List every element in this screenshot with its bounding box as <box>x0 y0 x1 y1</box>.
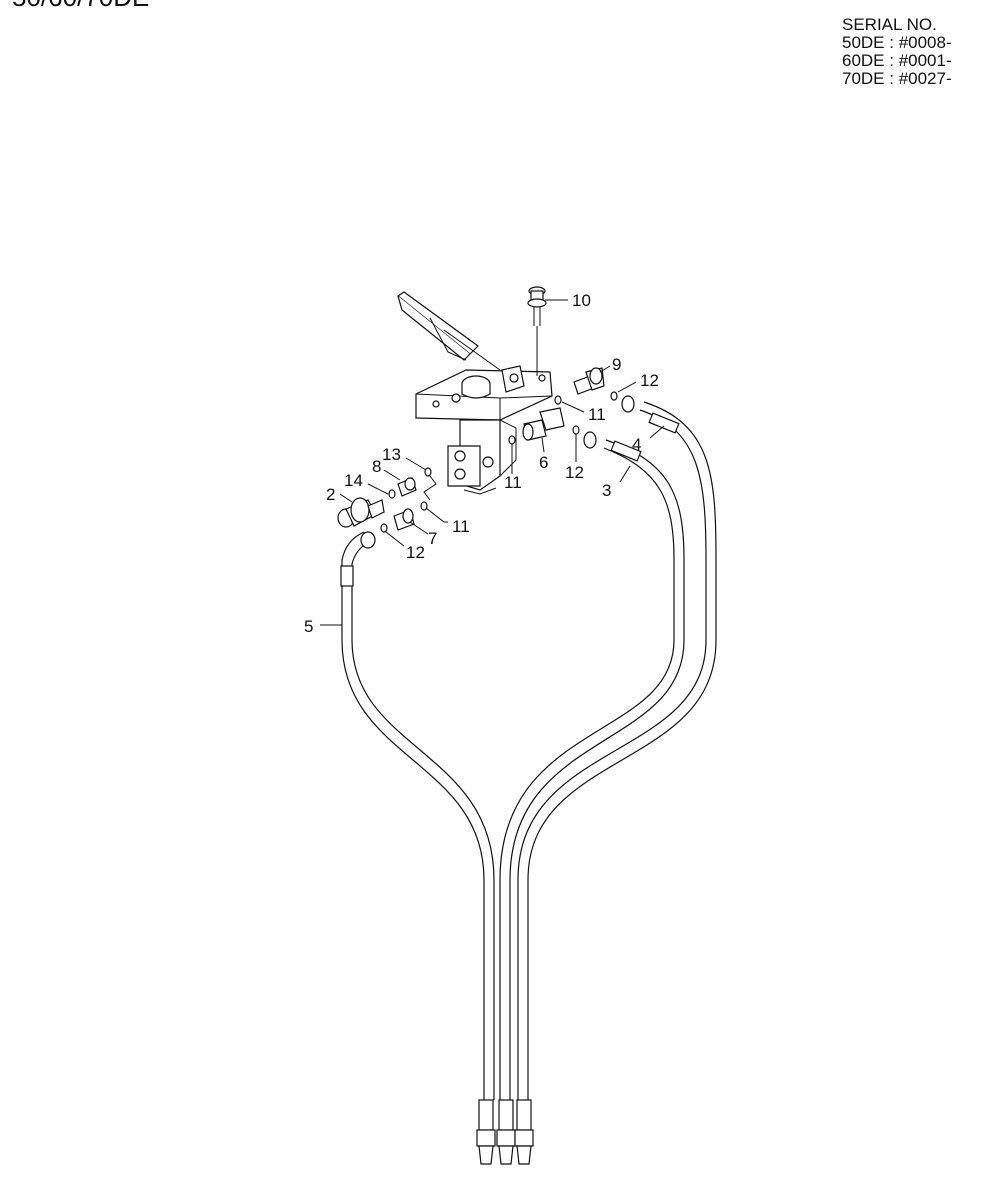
callout-13: 13 <box>382 445 401 464</box>
hose-part-4 <box>517 395 717 1100</box>
callout-2: 2 <box>326 485 335 504</box>
callout-numbers: 10 9 12 11 4 6 12 3 11 13 8 14 2 11 7 12… <box>304 291 659 636</box>
callout-12-top: 12 <box>640 371 659 390</box>
callout-10: 10 <box>572 291 591 310</box>
hose-part-3 <box>499 431 685 1100</box>
adapter-part-8 <box>397 477 417 497</box>
callout-9: 9 <box>612 355 621 374</box>
callout-12-middle: 12 <box>565 463 584 482</box>
callout-3: 3 <box>602 481 611 500</box>
callout-11-middle: 11 <box>504 473 522 492</box>
switch-part-2 <box>337 497 385 528</box>
hose-part-5 <box>340 531 495 1100</box>
serial-heading: SERIAL NO. <box>842 15 937 34</box>
serial-number-block: SERIAL NO. 50DE : #0008- 60DE : #0001- 7… <box>842 16 952 88</box>
leader-lines <box>320 299 665 626</box>
callout-8: 8 <box>372 457 381 476</box>
callout-7: 7 <box>428 529 437 548</box>
callout-11-top: 11 <box>588 405 606 424</box>
callout-5: 5 <box>304 617 313 636</box>
serial-line-60de: 60DE : #0001- <box>842 51 952 70</box>
callout-4: 4 <box>632 435 641 454</box>
elbow-fitting-part-9 <box>573 367 605 395</box>
hose-end-fittings <box>476 1099 534 1165</box>
pedal-valve-assembly <box>396 291 553 495</box>
callout-11-bottom: 11 <box>452 517 470 536</box>
bolt-part-10 <box>527 286 547 376</box>
elbow-fitting-part-6 <box>522 407 565 441</box>
callout-6: 6 <box>539 453 548 472</box>
callout-14: 14 <box>344 471 363 490</box>
model-title: 50/60/70DE <box>12 0 149 10</box>
serial-line-50de: 50DE : #0008- <box>842 33 952 52</box>
callout-12-bottom: 12 <box>406 543 425 562</box>
serial-line-70de: 70DE : #0027- <box>842 69 952 88</box>
adapter-part-7 <box>393 508 415 531</box>
o-rings <box>380 391 618 533</box>
